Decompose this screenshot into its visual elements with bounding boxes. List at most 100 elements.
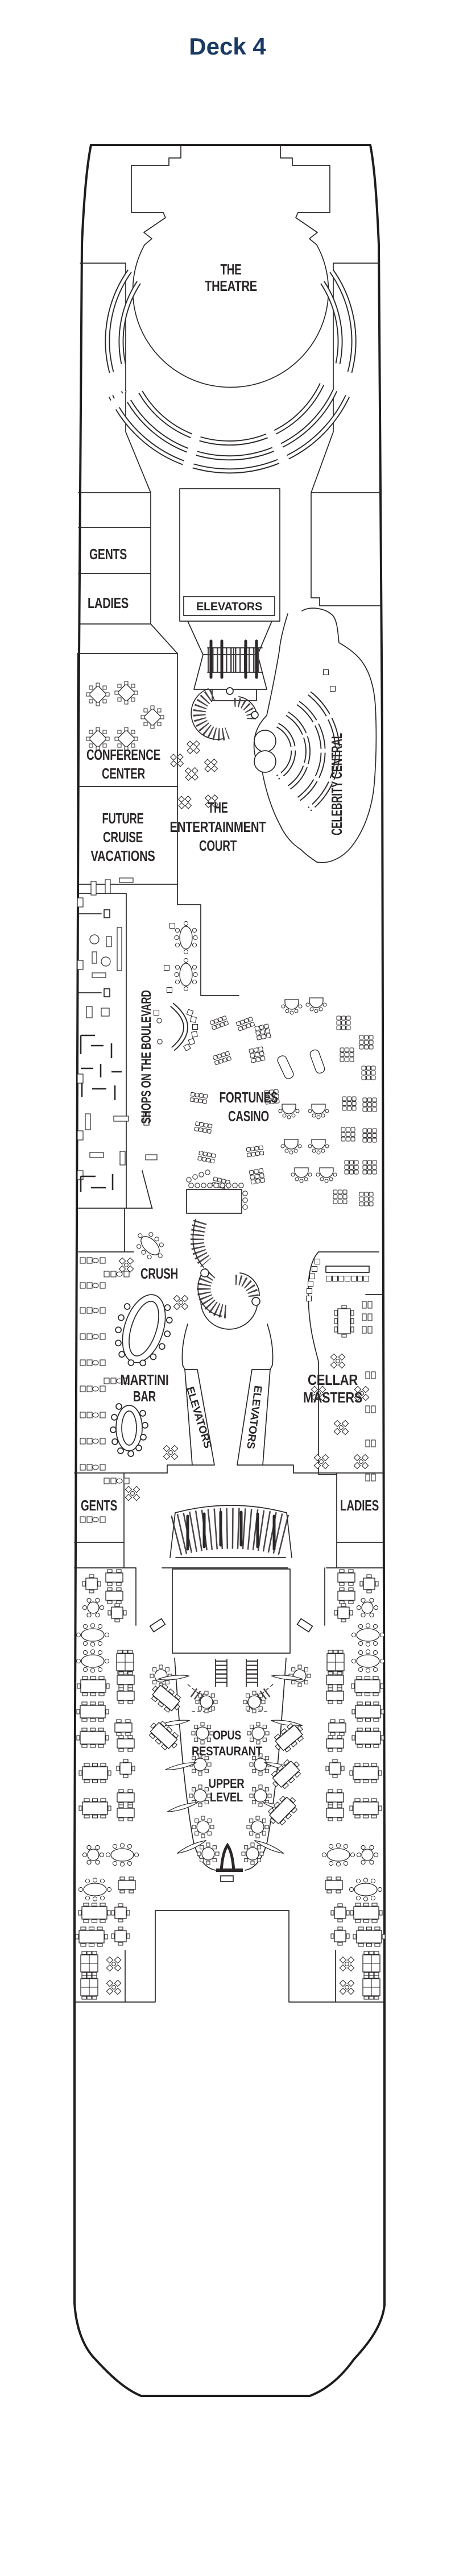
future-cruise-vacations-label-line2: CRUISE [103, 829, 143, 846]
sq-furniture [350, 1275, 357, 1282]
sq-furniture [305, 1295, 312, 1302]
t8round-furniture [243, 1691, 266, 1713]
t8round-furniture [241, 1842, 264, 1865]
t8grid-furniture [362, 1951, 380, 1976]
t8grid-furniture [80, 1951, 98, 1976]
t8round-furniture [150, 1664, 172, 1687]
t8round-furniture [197, 1842, 220, 1865]
stool-furniture [226, 1183, 231, 1188]
future-cruise-vacations-label-line1: FUTURE [102, 810, 144, 827]
opus-restaurant-label-line1: OPUS [213, 1728, 241, 1742]
slots33-furniture [333, 1189, 348, 1204]
shop-partitions [80, 1034, 122, 1192]
stool-furniture [238, 1183, 244, 1188]
stool-furniture [242, 1197, 248, 1203]
slots33-furniture [249, 1046, 266, 1063]
conference-center-label-line2: CENTER [102, 765, 145, 782]
cellar-masters-label-line2: MASTERS [303, 1389, 362, 1406]
slots33-furniture [359, 1192, 374, 1206]
stool-furniture [213, 1183, 219, 1188]
fortunes-casino-label-line2: CASINO [228, 1108, 269, 1125]
t8grid-furniture [80, 1975, 98, 2000]
t8grid-furniture [116, 1650, 134, 1675]
slots33-furniture [341, 1127, 355, 1142]
opus-restaurant-label-line3: UPPER [209, 1776, 245, 1791]
entertainment-court-label-line3: COURT [199, 837, 237, 854]
boulevard-counter [170, 1002, 188, 1051]
sq-furniture [325, 1275, 332, 1282]
sq-furniture [357, 1275, 363, 1282]
t8round-furniture [191, 1722, 214, 1745]
stairs-escalators [169, 639, 292, 1712]
stool-furniture [242, 1191, 248, 1196]
martini-bar-ring [110, 1403, 148, 1457]
theatre-label-line2: THEATRE [205, 277, 257, 294]
stool-furniture [188, 1183, 194, 1188]
stool-furniture [195, 1183, 200, 1188]
sq-furniture [311, 1266, 318, 1272]
future-cruise-vacations-label-line3: VACATIONS [91, 847, 155, 864]
slots33-furniture [359, 1035, 374, 1050]
sq-furniture [306, 1288, 313, 1295]
sq-furniture [322, 669, 329, 676]
page-title: Deck 4 [189, 33, 266, 60]
t8round-furniture [247, 1722, 270, 1745]
slots33-furniture [254, 1023, 271, 1041]
sq-furniture [191, 1031, 198, 1038]
t8round-furniture [246, 1816, 269, 1838]
conf8-furniture [140, 705, 164, 729]
slots33-furniture [336, 1016, 351, 1030]
stool-furniture [220, 1183, 225, 1188]
slots33-furniture [342, 1096, 357, 1111]
cellar-masters-label-line1: CELLAR [308, 1371, 358, 1388]
sq-furniture [166, 987, 173, 993]
conference-center-label-line1: CONFERENCE [86, 746, 160, 763]
gents-mid-label: GENTS [81, 1497, 117, 1514]
slots33-furniture [361, 1066, 376, 1080]
sq-furniture [329, 685, 336, 692]
slots33-furniture [344, 1160, 359, 1175]
sq-furniture [307, 1280, 314, 1287]
sq-furniture [309, 1273, 316, 1280]
sq-furniture [332, 1275, 338, 1282]
sq-furniture [363, 1275, 370, 1282]
labels: THE THEATRE GENTS LADIES ELEVATORS CONFE… [81, 261, 379, 1804]
slots33-furniture [362, 1128, 377, 1143]
stool-furniture [198, 1172, 204, 1177]
elevators-forward-label: ELEVATORS [196, 601, 262, 613]
stool-furniture [242, 1204, 248, 1210]
t8round-furniture [288, 1664, 311, 1687]
stool-furniture [156, 1018, 162, 1023]
gents-forward-label: GENTS [89, 546, 127, 563]
stool-furniture [232, 1183, 238, 1188]
stool-furniture [186, 1177, 192, 1183]
t8grid-furniture [362, 1975, 380, 2000]
slots33-furniture [362, 1097, 377, 1112]
sq-furniture [192, 1023, 198, 1030]
opus-restaurant-label-line4: LEVEL [210, 1790, 243, 1804]
sq-furniture [338, 1275, 345, 1282]
sq-furniture [153, 1009, 160, 1016]
conf8-furniture [114, 681, 138, 705]
crush-label: CRUSH [140, 1265, 178, 1282]
opus-restaurant-label-line2: RESTAURANT [192, 1744, 263, 1758]
theatre-label-line1: THE [221, 261, 242, 278]
stool-furniture [157, 1039, 163, 1044]
sq-furniture [190, 1016, 197, 1023]
ladies-mid-label: LADIES [340, 1497, 379, 1514]
t8round-furniture [192, 1816, 214, 1838]
celebrity-central-label: CELEBRITY CENTRAL [328, 733, 345, 835]
shops-on-the-boulevard-label: SHOPS ON THE BOULEVARD [139, 991, 154, 1124]
crush-oval-table [115, 1294, 173, 1367]
entertainment-court-label-line1: THE [208, 799, 228, 816]
sq-furniture [169, 922, 176, 929]
martini-bar-label-line2: BAR [133, 1388, 156, 1405]
celebrity-central-seating [276, 691, 340, 811]
slots33-furniture [249, 1168, 266, 1185]
elevators-forward-box [183, 596, 275, 616]
stool-furniture [205, 1170, 210, 1175]
sq-furniture [344, 1275, 351, 1282]
sq-furniture [314, 1258, 321, 1265]
